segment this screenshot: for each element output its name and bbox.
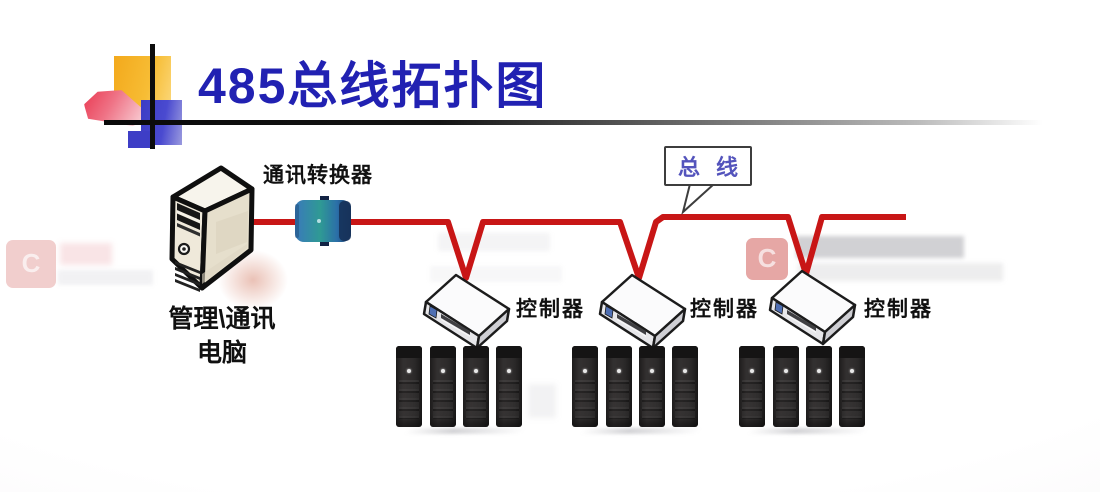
device-group — [739, 346, 870, 434]
device-texture — [499, 380, 519, 419]
controller-icon — [768, 269, 857, 346]
access-device-icon — [739, 346, 765, 427]
device-led — [784, 369, 788, 373]
device-group — [396, 346, 527, 434]
access-device-icon — [639, 346, 665, 427]
computer-label-line1: 管理\通讯 — [168, 305, 276, 333]
bus-callout-text: 总 — [678, 155, 701, 180]
callout-pointer — [681, 183, 717, 215]
device-led — [617, 369, 621, 373]
device-cap — [739, 346, 765, 358]
access-device-icon — [496, 346, 522, 427]
access-device-icon — [806, 346, 832, 427]
page-title: 485总线拓扑图 — [198, 58, 548, 114]
device-led — [441, 369, 445, 373]
device-cap — [606, 346, 632, 358]
controller-label: 控制器 — [864, 298, 933, 321]
device-cap — [773, 346, 799, 358]
device-cap — [496, 346, 522, 358]
controller-icon — [598, 273, 687, 350]
device-led — [650, 369, 654, 373]
access-device-icon — [430, 346, 456, 427]
device-led — [683, 369, 687, 373]
access-device-icon — [606, 346, 632, 427]
device-group-shadow — [746, 428, 870, 434]
controller-icon — [422, 273, 511, 350]
device-cap — [396, 346, 422, 358]
converter-icon — [295, 196, 351, 246]
device-led — [750, 369, 754, 373]
device-led — [850, 369, 854, 373]
device-texture — [809, 380, 829, 419]
decoration-blue-tab — [128, 131, 153, 148]
device-texture — [675, 380, 695, 419]
computer-label-line2: 电脑 — [196, 339, 247, 367]
access-device-icon — [572, 346, 598, 427]
device-texture — [742, 380, 762, 419]
device-cap — [572, 346, 598, 358]
converter-label: 通讯转换器 — [263, 164, 373, 187]
controller-label: 控制器 — [516, 298, 585, 321]
device-cap — [672, 346, 698, 358]
device-cap — [806, 346, 832, 358]
device-cap — [463, 346, 489, 358]
device-led — [507, 369, 511, 373]
device-cap — [430, 346, 456, 358]
device-group-shadow — [579, 428, 703, 434]
device-texture — [399, 380, 419, 419]
access-device-icon — [396, 346, 422, 427]
device-texture — [642, 380, 662, 419]
device-led — [817, 369, 821, 373]
device-texture — [466, 380, 486, 419]
decoration-vertical-line — [150, 44, 155, 149]
bus-callout-text: 线 — [715, 155, 738, 180]
device-cap — [839, 346, 865, 358]
device-led — [583, 369, 587, 373]
title-underline — [104, 120, 1062, 125]
access-device-icon — [672, 346, 698, 427]
device-led — [407, 369, 411, 373]
device-texture — [776, 380, 796, 419]
device-group — [572, 346, 703, 434]
device-texture — [575, 380, 595, 419]
device-group-shadow — [403, 428, 527, 434]
device-cap — [639, 346, 665, 358]
management-computer-icon — [169, 165, 255, 292]
access-device-icon — [773, 346, 799, 427]
bus-callout: 总 线 — [664, 146, 752, 186]
device-texture — [842, 380, 862, 419]
device-texture — [609, 380, 629, 419]
controller-label: 控制器 — [690, 298, 759, 321]
access-device-icon — [463, 346, 489, 427]
access-device-icon — [839, 346, 865, 427]
device-texture — [433, 380, 453, 419]
computer-label: 管理\通讯 电脑 — [146, 302, 298, 370]
device-led — [474, 369, 478, 373]
